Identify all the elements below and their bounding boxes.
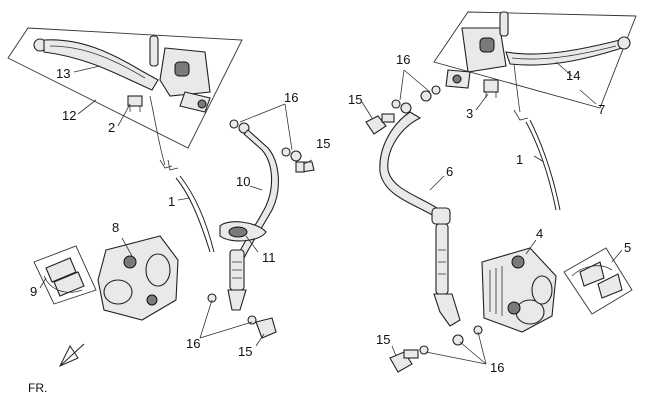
left-lever-group-frame: [7, 27, 243, 149]
callout-label: 11: [262, 250, 276, 265]
left-brake-pads-frame: [33, 245, 97, 305]
left-brake-lever: [33, 38, 159, 91]
callout-label: 7: [598, 102, 605, 117]
callout-label: 13: [56, 66, 70, 81]
callout-label: 15: [316, 136, 330, 151]
left-brake-caliper: [97, 235, 179, 321]
callout-label: 4: [536, 226, 543, 241]
callout-label: 15: [376, 332, 390, 347]
callout-label: 16: [186, 336, 200, 351]
upper-left-washers: [229, 119, 302, 162]
left-brake-switch: [127, 95, 143, 112]
right-lever-group-frame: [433, 11, 637, 109]
lower-left-washers: [207, 293, 257, 325]
callout-label: 15: [238, 344, 252, 359]
callout-label: 2: [108, 120, 115, 135]
callout-label: 3: [466, 106, 473, 121]
right-brake-lever: [505, 36, 631, 66]
callout-label: 1: [168, 194, 175, 209]
callout-label: 5: [624, 240, 631, 255]
callout-label: 14: [566, 68, 580, 83]
leader-lines: [39, 61, 623, 365]
callout-label: 16: [396, 52, 410, 67]
callout-label: 8: [112, 220, 119, 235]
right-master-cylinder: [445, 11, 509, 89]
callout-label: 10: [236, 174, 250, 189]
callout-label: 15: [348, 92, 362, 107]
right-brake-hose: [379, 111, 461, 327]
callout-label: 1: [516, 152, 523, 167]
upper-right-washers: [391, 85, 441, 114]
callout-label: 12: [62, 108, 76, 123]
right-wire-harness: [513, 63, 561, 211]
callout-label: 16: [284, 90, 298, 105]
right-brake-switch: [483, 79, 499, 98]
right-brake-pads-frame: [563, 247, 633, 315]
left-hose-guide: [219, 221, 267, 242]
right-brake-caliper: [481, 247, 557, 333]
left-brake-hose: [227, 129, 279, 311]
lower-right-banjo-bolt: [389, 349, 419, 373]
callout-label: 16: [490, 360, 504, 375]
direction-label: FR.: [28, 381, 47, 395]
upper-right-banjo-bolt: [365, 113, 395, 135]
left-wire-harness: [149, 95, 215, 253]
lower-left-banjo-bolt: [255, 317, 277, 339]
callout-label: 9: [30, 284, 37, 299]
direction-arrow: [58, 343, 85, 368]
left-master-cylinder: [149, 35, 211, 113]
callout-label: 6: [446, 164, 453, 179]
lower-right-washers: [419, 325, 483, 355]
